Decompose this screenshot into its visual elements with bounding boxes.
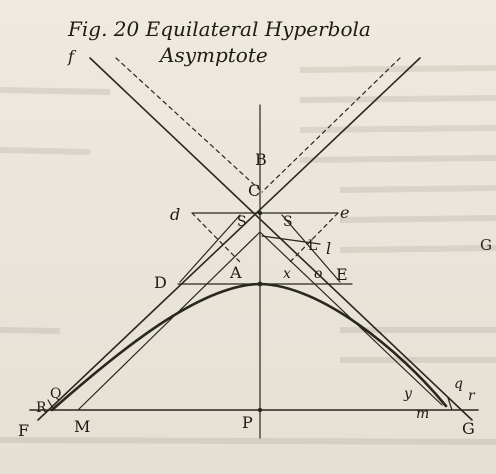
label-F: F (18, 421, 29, 440)
label-e: e (340, 203, 349, 222)
point-markers (257, 210, 263, 413)
label-S-left: S (237, 214, 247, 230)
label-P: P (242, 413, 253, 432)
label-x: x (283, 266, 291, 282)
dashed-asymptote-left (115, 57, 261, 191)
label-D: D (154, 273, 167, 292)
label-L: L (308, 238, 317, 254)
label-R: R (36, 400, 47, 416)
label-C: C (248, 181, 260, 200)
label-S-right: S (283, 214, 293, 230)
point-A (257, 281, 263, 287)
label-B: B (255, 150, 267, 169)
tick-q-left (47, 399, 55, 411)
label-f: f (67, 47, 77, 66)
line-inner-left (77, 231, 261, 411)
label-M: M (74, 417, 90, 436)
label-Q: Q (50, 386, 61, 402)
label-r: r (468, 388, 476, 404)
label-q: q (454, 376, 463, 392)
point-S-junction (257, 210, 263, 216)
dashed-d-line (191, 212, 241, 263)
margin-letter: G (480, 236, 492, 254)
line-s-right (281, 214, 341, 283)
tick-q-right (447, 397, 453, 411)
label-y: y (403, 386, 413, 402)
label-d: d (170, 205, 180, 224)
dashed-asymptote-right (261, 57, 401, 193)
figure-title: Fig. 20 Equilateral Hyperbola (67, 17, 371, 41)
label-E: E (336, 265, 348, 284)
label-A: A (229, 263, 242, 282)
line-l (261, 235, 321, 245)
label-G: G (462, 419, 475, 438)
hyperbola-curve (50, 282, 448, 412)
dashed-e-line (289, 212, 339, 263)
figure-subtitle: Asymptote (158, 43, 268, 67)
point-P (257, 407, 263, 413)
line-s-left (179, 214, 241, 283)
label-m: m (416, 406, 429, 422)
asymptote-right-to-f (37, 57, 421, 421)
label-o: o (314, 266, 322, 282)
label-l: l (326, 239, 331, 258)
